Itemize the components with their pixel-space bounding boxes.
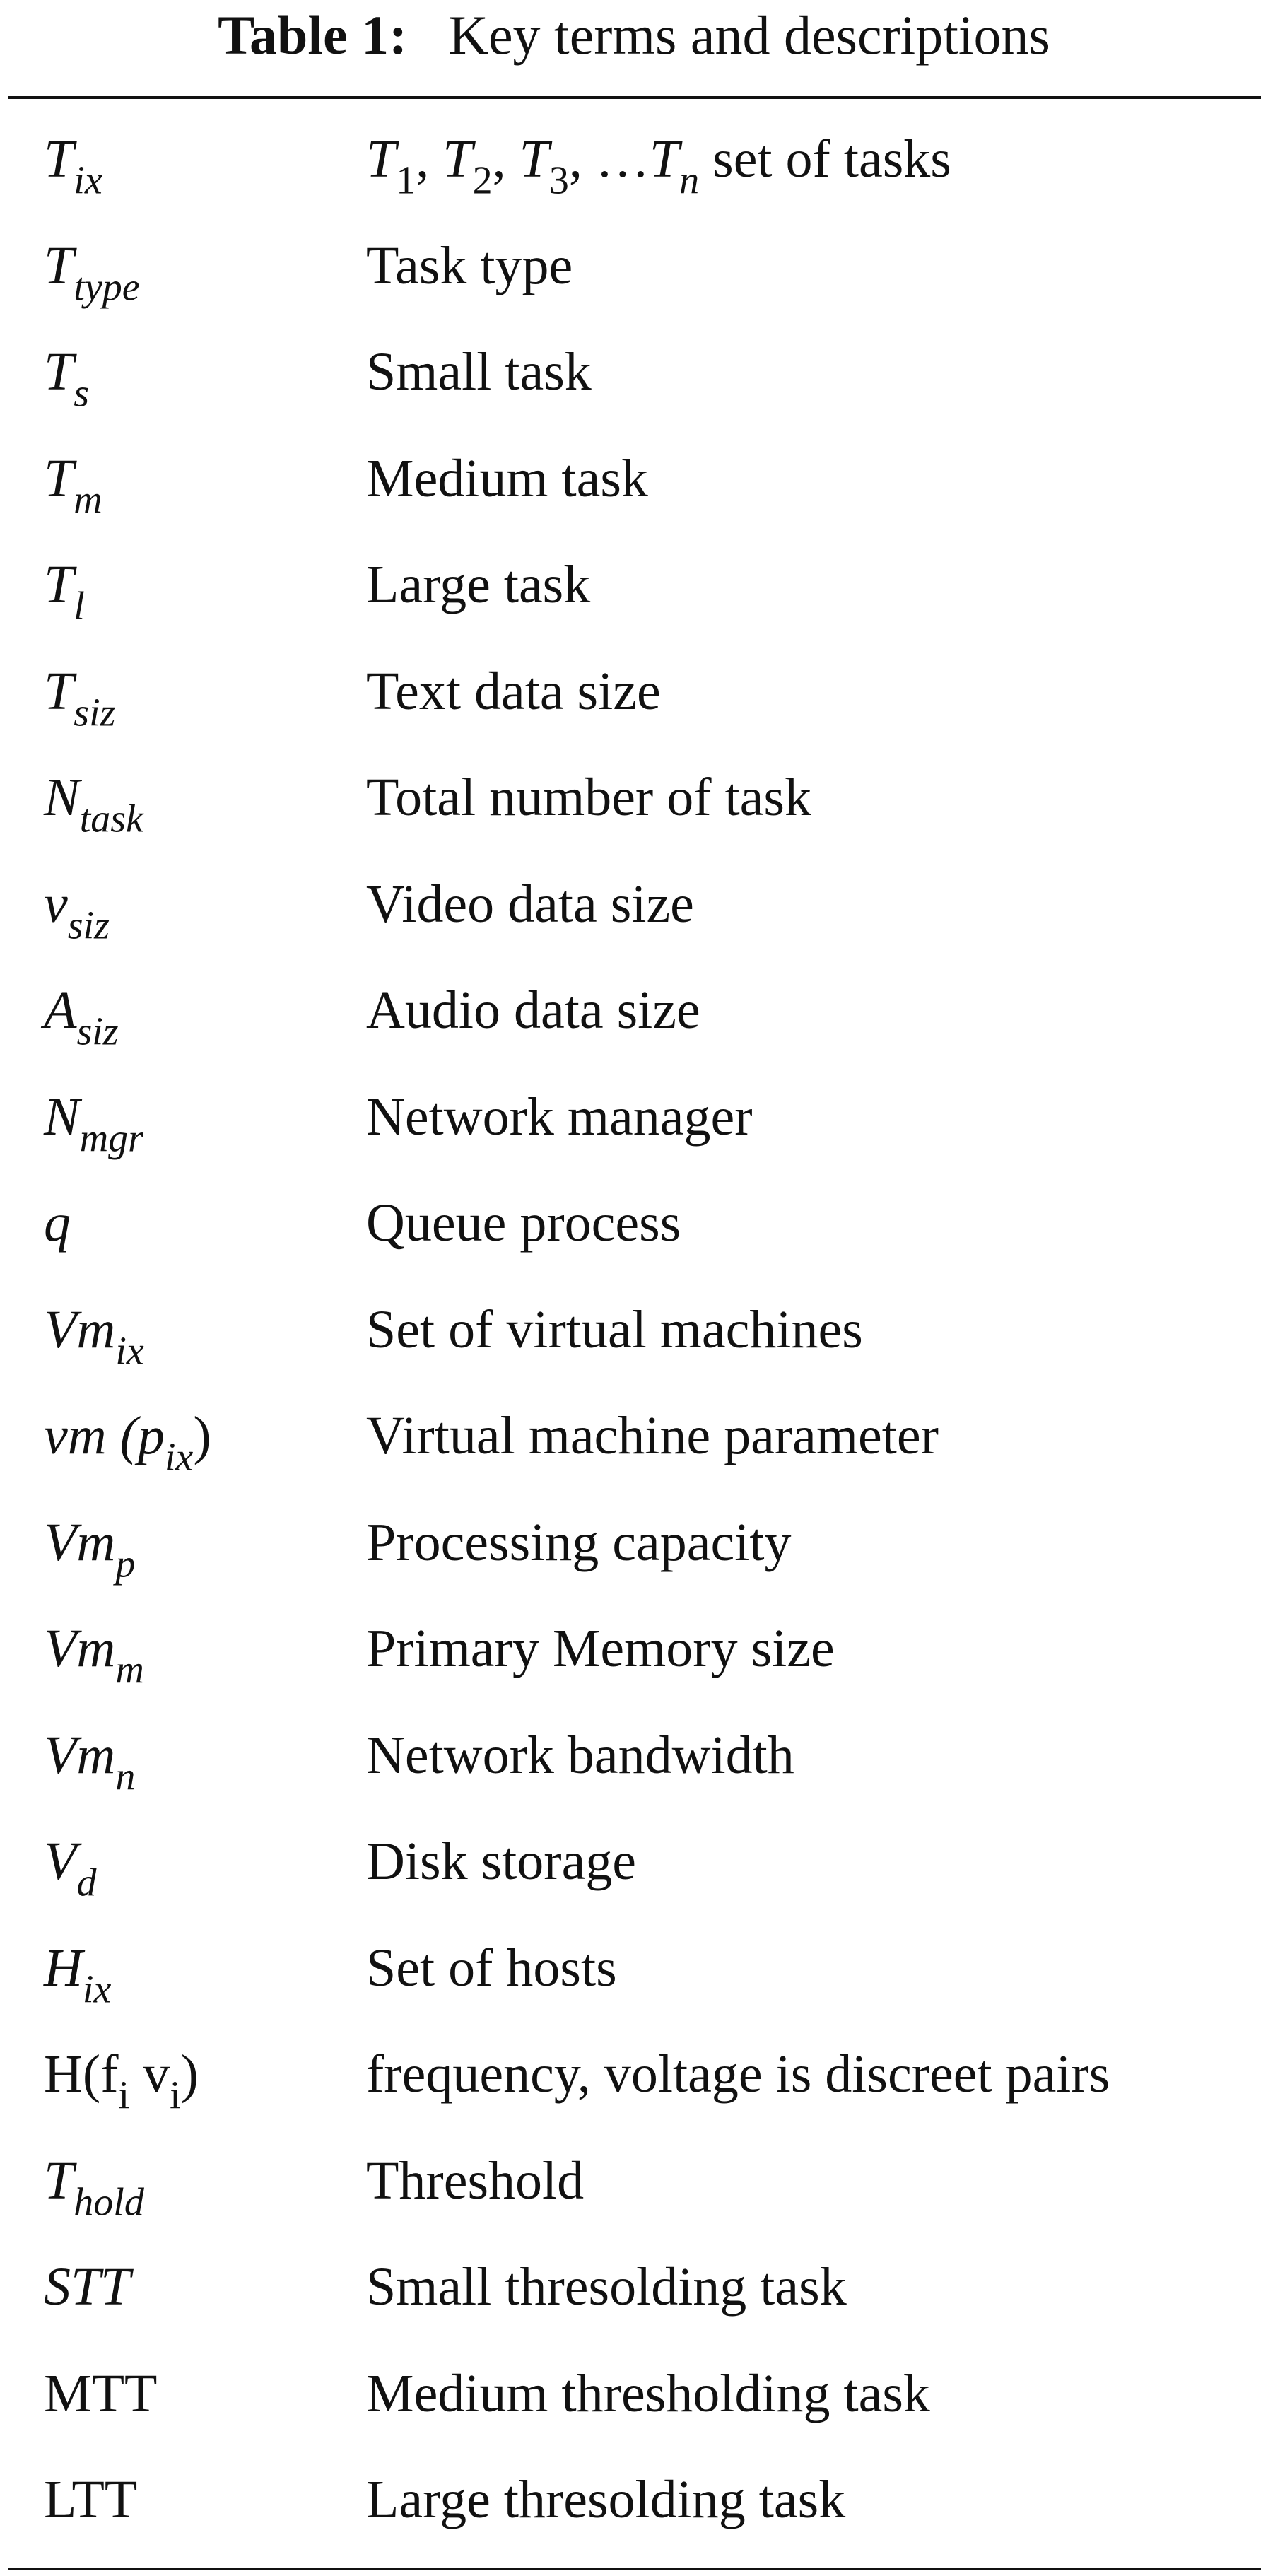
term-description: Processing capacity (366, 1512, 792, 1572)
term-description: Text data size (366, 661, 661, 721)
table-bottom-rule (8, 2568, 1261, 2570)
term-symbol: Tix (44, 129, 102, 203)
term-symbol: Ts (44, 342, 90, 416)
term-description: Primary Memory size (366, 1619, 835, 1678)
term-description: Network manager (366, 1087, 753, 1147)
table-row: H(fi vi) frequency, voltage is discreet … (0, 2021, 1268, 2128)
table-row: q Queue process (0, 1170, 1268, 1277)
table-row: vsiz Video data size (0, 851, 1268, 958)
table-caption-title: Key terms and descriptions (448, 4, 1050, 66)
term-description: frequency, voltage is discreet pairs (366, 2044, 1110, 2104)
term-description: Medium thresholding task (366, 2363, 930, 2423)
term-symbol: LTT (44, 2470, 138, 2529)
term-symbol: Thold (44, 2150, 144, 2225)
term-description: Set of virtual machines (366, 1299, 863, 1359)
term-description: Set of hosts (366, 1938, 617, 1998)
term-symbol: Ntask (44, 768, 143, 841)
table-row: Ttype Task type (0, 213, 1268, 320)
table-row: STT Small thresolding task (0, 2234, 1268, 2341)
term-symbol: q (44, 1193, 71, 1253)
term-symbol: Nmgr (44, 1087, 143, 1161)
term-description: Small task (366, 342, 592, 402)
term-description: Large thresolding task (366, 2470, 846, 2529)
table-row: Ts Small task (0, 319, 1268, 426)
table-row: LTT Large thresolding task (0, 2447, 1268, 2553)
term-description: Small thresolding task (366, 2257, 847, 2317)
term-description: Video data size (366, 874, 694, 934)
table-row: Tix T1, T2, T3, …Tn set of tasks (0, 106, 1268, 213)
term-symbol: Tm (44, 448, 102, 522)
table-caption-label: Table 1: (218, 4, 408, 66)
term-symbol: Tsiz (44, 661, 116, 735)
table-top-rule (8, 96, 1261, 99)
term-symbol: H(fi vi) (44, 2044, 199, 2118)
table-row: Tm Medium task (0, 426, 1268, 532)
term-symbol: Ttype (44, 235, 140, 310)
term-description: Task type (366, 235, 573, 295)
term-description: Queue process (366, 1193, 681, 1253)
table-row: Vd Disk storage (0, 1808, 1268, 1915)
term-symbol: vsiz (44, 874, 110, 948)
term-description: Virtual machine parameter (366, 1406, 939, 1465)
term-description: Disk storage (366, 1832, 637, 1891)
term-symbol: STT (44, 2257, 131, 2317)
term-symbol: Tl (44, 555, 85, 628)
term-description: Threshold (366, 2150, 585, 2211)
table-row: Vmm Primary Memory size (0, 1596, 1268, 1702)
table-row: Vmix Set of virtual machines (0, 1277, 1268, 1383)
table-row: Thold Threshold (0, 2128, 1268, 2235)
table-caption-spacer (421, 4, 435, 66)
term-symbol: Vmn (44, 1725, 136, 1799)
table-row: Ntask Total number of task (0, 744, 1268, 851)
term-symbol: Vmm (44, 1619, 144, 1692)
term-description: Total number of task (366, 768, 811, 827)
table-row: Asiz Audio data size (0, 957, 1268, 1064)
table-row: MTT Medium thresholding task (0, 2341, 1268, 2447)
term-description: Medium task (366, 448, 648, 508)
term-symbol: vm (pix) (44, 1406, 211, 1480)
term-symbol: Vd (44, 1832, 97, 1905)
term-symbol: Hix (44, 1938, 112, 2012)
table-row: vm (pix) Virtual machine parameter (0, 1383, 1268, 1489)
term-description: Audio data size (366, 980, 700, 1040)
term-description: Network bandwidth (366, 1725, 794, 1785)
term-symbol: Asiz (44, 980, 119, 1054)
term-symbol: Vmix (44, 1299, 144, 1374)
table-row: Nmgr Network manager (0, 1064, 1268, 1171)
table-row: Tl Large task (0, 532, 1268, 638)
term-description: Large task (366, 555, 591, 614)
term-description: T1, T2, T3, …Tn set of tasks (366, 129, 951, 203)
table-row: Vmp Processing capacity (0, 1489, 1268, 1596)
terms-table: Tix T1, T2, T3, …Tn set of tasks Ttype T… (0, 106, 1268, 2553)
table-row: Vmn Network bandwidth (0, 1702, 1268, 1809)
table-caption: Table 1: Key terms and descriptions (0, 0, 1268, 71)
table-row: Hix Set of hosts (0, 1915, 1268, 2022)
term-symbol: MTT (44, 2363, 158, 2423)
term-symbol: Vmp (44, 1512, 136, 1586)
table-row: Tsiz Text data size (0, 638, 1268, 745)
